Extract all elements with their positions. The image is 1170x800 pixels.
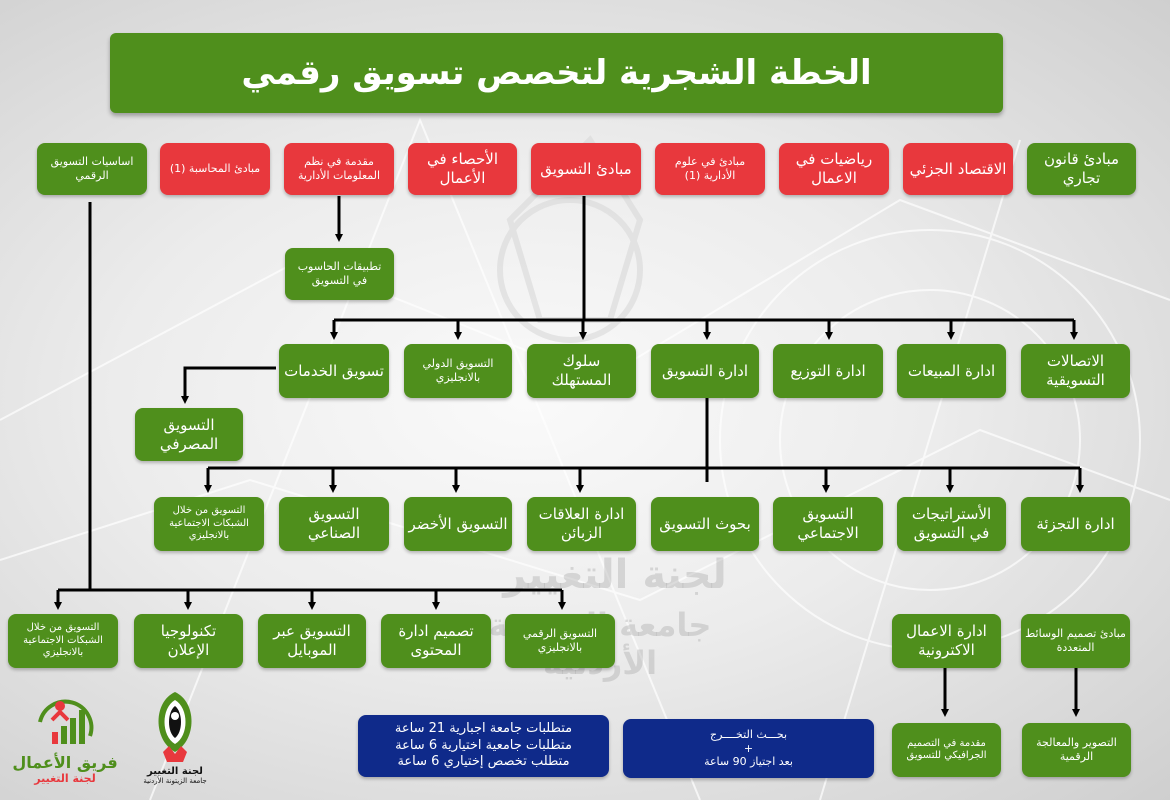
course-customer-relations: ادارة العلاقات الزبائن: [527, 497, 636, 551]
course-content-design: تصميم ادارة المحتوى: [381, 614, 491, 668]
course-digital-imaging: التصوير والمعالجة الرقمية: [1022, 723, 1131, 777]
course-industrial-marketing: التسويق الصناعي: [279, 497, 389, 551]
requirement-2: متطلبات جامعية اختيارية 6 ساعة: [395, 737, 572, 753]
team-logo-sub: لجنة التغيير: [34, 771, 96, 785]
course-micro-economics: الاقتصاد الجزئي: [903, 143, 1013, 195]
requirement-3: متطلب تخصص إختياري 6 ساعة: [397, 754, 570, 770]
course-marketing-principles: مبادئ التسويق: [531, 143, 641, 195]
course-management-principles: مبادئ في علوم الأدارية (1): [655, 143, 765, 195]
course-sales-management: ادارة المبيعات: [897, 344, 1006, 398]
course-e-business-management: ادارة الاعمال الاكترونية: [892, 614, 1001, 668]
course-distribution-management: ادارة التوزيع: [773, 344, 883, 398]
course-mobile-marketing: التسويق عبر الموبايل: [258, 614, 366, 668]
course-social-network-marketing-a: التسويق من خلال الشبكات الاجتماعية بالان…: [154, 497, 264, 551]
page-title: الخطة الشجرية لتخصص تسويق رقمي: [110, 33, 1003, 113]
course-business-math: رياضيات في الاعمال: [779, 143, 889, 195]
course-mis-intro: مقدمة في نظم المعلومات الأدارية: [284, 143, 394, 195]
course-marketing-strategies: الأستراتيجات في التسويق: [897, 497, 1006, 551]
course-business-statistics: الأحصاء في الأعمال: [408, 143, 517, 195]
course-international-marketing: التسويق الدولي بالانجليزي: [404, 344, 512, 398]
course-social-marketing: التسويق الاجتماعي: [773, 497, 883, 551]
committee-emblem-icon: [158, 692, 192, 762]
course-digital-marketing-basics: اساسيات التسويق الرقمي: [37, 143, 147, 195]
course-marketing-management: ادارة التسويق: [651, 344, 759, 398]
requirement-1: متطلبات جامعة اجبارية 21 ساعة: [394, 720, 573, 736]
graduation-line-2: +: [743, 741, 754, 755]
course-marketing-research: بحوث التسويق: [651, 497, 759, 551]
graduation-line-1: بحـــث التخــــرج: [709, 727, 788, 741]
course-marketing-communications: الاتصالات التسويقية: [1021, 344, 1130, 398]
course-ad-technology: تكنولوجيا الإعلان: [134, 614, 243, 668]
course-commercial-law: مبادئ قانون تجاري: [1027, 143, 1136, 195]
watermark-name: لجنة التغيير: [503, 552, 727, 598]
requirements-box: متطلبات جامعة اجبارية 21 ساعة متطلبات جا…: [358, 715, 609, 777]
course-digital-marketing-english: التسويق الرقمي بالانجليزي: [505, 614, 615, 668]
course-multimedia-principles: مبادئ تصميم الوسائط المتعددة: [1021, 614, 1130, 668]
course-computer-apps-marketing: تطبيقات الحاسوب في التسويق: [285, 248, 394, 300]
course-consumer-behavior: سلوك المستهلك: [527, 344, 636, 398]
team-logo: فريق الأعمال لجنة التغيير: [10, 692, 120, 797]
course-graphic-design-intro: مقدمة في التصميم الجرافيكي للتسويق: [892, 723, 1001, 777]
course-green-marketing: التسويق الأخضر: [404, 497, 512, 551]
committee-logo-name: لجنة التغيير: [147, 766, 203, 777]
course-bank-marketing: التسويق المصرفي: [135, 408, 243, 461]
course-retail-management: ادارة التجزئة: [1021, 497, 1130, 551]
graduation-project-box: بحـــث التخــــرج + بعد اجتياز 90 ساعة: [623, 719, 874, 778]
team-logo-name: فريق الأعمال: [12, 753, 118, 772]
course-social-network-marketing-b: التسويق من خلال الشبكات الاجتماعية بالان…: [8, 614, 118, 668]
growth-chart-icon: [38, 699, 94, 744]
course-services-marketing: تسويق الخدمات: [279, 344, 389, 398]
course-accounting-principles: مبادئ المحاسبة (1): [160, 143, 270, 195]
graduation-line-3: بعد اجتياز 90 ساعة: [704, 755, 793, 769]
committee-logo-sub: جامعة الزيتونة الأردنية: [143, 777, 207, 785]
committee-logo: لجنة التغيير جامعة الزيتونة الأردنية: [132, 688, 218, 798]
